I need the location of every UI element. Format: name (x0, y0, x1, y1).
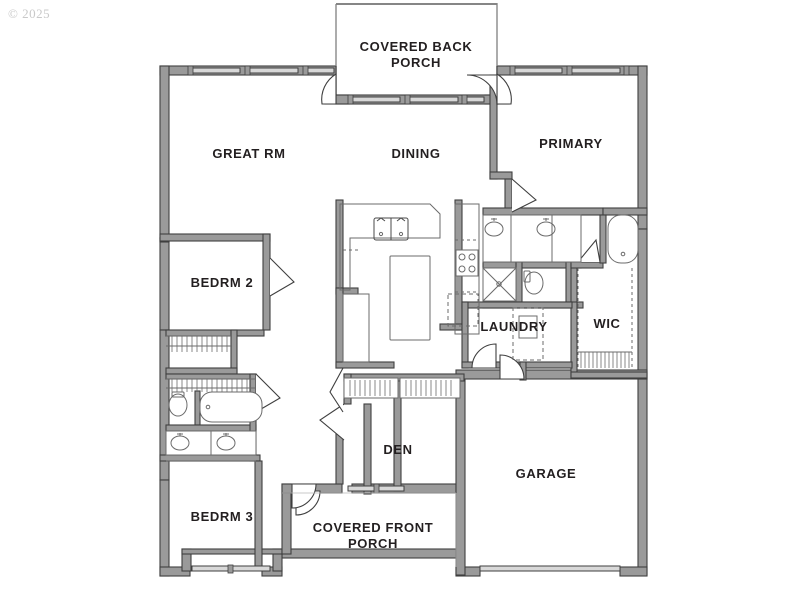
wall-east-primary (637, 65, 648, 230)
door-bedroom2 (269, 257, 295, 297)
kitchen-range (455, 249, 479, 277)
window-dining-n2 (407, 96, 459, 103)
wall-primary-tub-wall (599, 214, 607, 264)
hall-bath-toilet (168, 391, 188, 417)
wall-primary-shower-e (515, 261, 523, 303)
wall-primary-jog (489, 171, 513, 180)
wall-bed2-closet-bot (165, 367, 238, 375)
window-dining-n3 (465, 96, 485, 103)
wall-bed2-closet-top (165, 329, 265, 337)
wall-primary-west-lower (504, 178, 513, 213)
wall-wic-north (570, 261, 604, 269)
room-label-primary: PRIMARY (539, 135, 603, 151)
door-den (319, 403, 345, 441)
door-garage-entry (499, 354, 525, 380)
door-front-entry (291, 483, 317, 509)
room-label-laundry: LAUNDRY (480, 318, 548, 334)
window-greatroom-n3 (305, 67, 335, 74)
door-dining-primary (466, 74, 498, 106)
room-label-garage: GARAGE (515, 465, 577, 481)
door-porch-left (321, 73, 337, 105)
bedroom-2-closet-rod (166, 335, 231, 352)
hall-bath-tub (199, 391, 263, 423)
room-label-bedroom-2: BEDRM 2 (190, 274, 254, 290)
wall-primary-bath-north (482, 207, 604, 216)
door-wic (577, 238, 601, 263)
room-label-covered-front-porch: COVERED FRONT PORCH (312, 519, 434, 551)
wall-kitchen-south (439, 323, 463, 331)
thin-guidelines (282, 4, 498, 567)
laundry-appliances (512, 307, 544, 361)
primary-vanity-sink-left (484, 221, 504, 237)
hall-bath-vanity (165, 430, 257, 456)
copyright-watermark: © 2025 (8, 6, 51, 21)
wall-bed3-bay-bottom (181, 548, 283, 555)
window-greatroom-n1 (189, 67, 241, 74)
garage-door (479, 565, 621, 572)
wall-west-bed3 (159, 479, 170, 577)
wall-bed3-north (159, 454, 261, 462)
wall-bath2-vanity-top (165, 373, 257, 380)
door-hall-linen (329, 367, 344, 413)
wall-bed3-east (254, 460, 263, 570)
wall-east-bath (637, 228, 648, 380)
room-label-bedroom-3: BEDRM 3 (190, 508, 254, 524)
primary-shower (482, 267, 517, 302)
door-primary-bedroom (511, 178, 537, 213)
wall-bed2-closet-east (230, 329, 238, 375)
wall-west-bed2 (159, 237, 170, 331)
kitchen-refrigerator (447, 293, 479, 327)
window-dining-n1 (349, 96, 401, 103)
wall-garage-west (455, 378, 466, 576)
wall-wic-south (570, 371, 648, 379)
wall-laundry-south2 (519, 361, 573, 369)
wall-south-garage-right (619, 566, 648, 577)
wall-den-east (363, 403, 372, 495)
wall-primary-bath-north2 (602, 207, 648, 216)
room-label-great-room: GREAT RM (212, 145, 286, 161)
primary-vanity (482, 214, 582, 263)
hall-storage (342, 249, 370, 363)
door-porch-right (496, 73, 512, 105)
wall-laundry-west (461, 301, 469, 369)
primary-vanity-sink-right (536, 221, 556, 237)
kitchen-counters (339, 203, 441, 341)
door-laundry (471, 343, 497, 369)
room-label-dining: DINING (391, 145, 441, 161)
room-label-covered-back-porch: COVERED BACK PORCH (359, 38, 473, 70)
wall-east-garage (637, 378, 648, 576)
wall-hall-bot (335, 361, 395, 369)
linen-closet-rod (166, 378, 256, 392)
room-label-wic: WIC (593, 315, 621, 331)
fixtures-group (165, 203, 639, 462)
wall-hall-south (335, 287, 344, 369)
window-mullions (187, 65, 630, 574)
primary-toilet (523, 270, 544, 295)
window-primary-n2 (569, 67, 621, 74)
wall-west-upper (159, 65, 170, 239)
wall-front-porch-west (281, 483, 292, 555)
window-primary-n1 (511, 67, 563, 74)
room-label-den: DEN (383, 441, 413, 457)
wall-bath2-south (165, 424, 257, 432)
kitchen-island (389, 255, 431, 341)
wall-bed2-east (262, 233, 271, 331)
wall-bath2-tub-wall (194, 390, 201, 426)
walk-in-closet-hanging-rod (577, 268, 633, 368)
den-closet-rod (343, 377, 461, 399)
wall-greatrm-bed2 (159, 233, 271, 242)
primary-soaking-tub (607, 214, 639, 264)
kitchen-appliance-wall (447, 203, 480, 335)
window-greatroom-n2 (247, 67, 299, 74)
wall-wic-west (570, 261, 578, 309)
